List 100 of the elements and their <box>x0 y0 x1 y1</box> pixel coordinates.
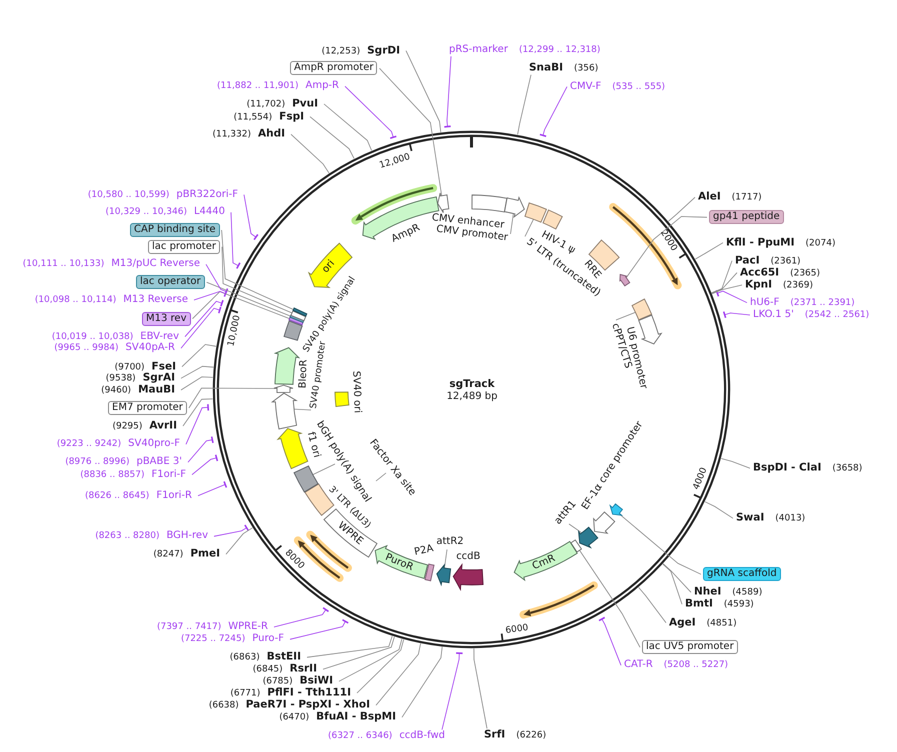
primer-label: (10,329 .. 10,346) L4440 <box>106 207 225 218</box>
feature-tag: EM7 promoter <box>108 401 187 415</box>
restriction-site-label: NheI (4589) <box>694 586 762 598</box>
restriction-site-label: SrfI (6226) <box>484 730 546 740</box>
restriction-site-label: AgeI (4851) <box>669 617 737 628</box>
leader-line <box>322 636 395 670</box>
restriction-site-label: (9538) SgrAI <box>106 372 175 384</box>
leader-line <box>192 458 217 476</box>
leader-line <box>694 242 724 260</box>
directional-feature <box>452 564 484 590</box>
restriction-site-label: (11,702) PvuI <box>246 98 318 110</box>
restriction-site-label: (11,332) AhdI <box>212 128 285 140</box>
restriction-site-label: SwaI (4013) <box>736 512 806 524</box>
leader-line <box>182 398 214 426</box>
tick-label: 6000 <box>505 624 529 636</box>
restriction-site-label: KpnI (2369) <box>745 280 813 290</box>
primer-label: (9223 .. 9242) SV40pro-F <box>56 439 180 450</box>
directional-feature <box>620 274 630 286</box>
leader-line <box>442 652 460 730</box>
primer-label: pRS-marker (12,299 .. 12,318) <box>449 45 600 56</box>
restriction-site-label: (6771) PflFI - Tth111I <box>230 688 351 698</box>
feature-block <box>472 194 508 212</box>
feature-block <box>293 465 318 492</box>
leader-line <box>274 609 326 628</box>
leader-line <box>293 408 312 410</box>
directional-feature <box>578 527 598 548</box>
restriction-site-label: (11,554) FspI <box>234 111 304 122</box>
primer-label: (11,882 .. 11,901) Amp-R <box>217 81 339 92</box>
restriction-site-label: (9700) FseI <box>114 361 176 372</box>
leader-line <box>579 550 640 648</box>
restriction-site-label: SnaBI (356) <box>529 62 598 74</box>
leader-line <box>402 646 443 718</box>
leader-line <box>206 264 227 292</box>
leader-line <box>626 216 708 278</box>
feature-block <box>283 320 303 341</box>
primer-label: (9965 .. 9984) SV40pA-R <box>54 343 175 354</box>
primer-label: (10,098 .. 10,114) M13 Reverse <box>34 295 188 305</box>
leader-line <box>198 484 226 496</box>
leader-line <box>638 587 666 624</box>
restriction-site-label: PacI (2361) <box>735 255 801 266</box>
leader-line <box>720 458 750 469</box>
feature-bar <box>424 564 435 582</box>
leader-line <box>180 376 214 390</box>
feature-bar <box>292 308 308 317</box>
feature-tag: lac promoter <box>148 240 220 254</box>
leader-line <box>356 639 404 694</box>
restriction-site-label: BspDI - ClaI (3658) <box>753 462 862 474</box>
directional-feature <box>610 504 623 516</box>
directional-feature <box>274 346 299 384</box>
leader-line <box>568 524 582 534</box>
leader-line <box>324 104 372 151</box>
leader-line <box>338 638 402 682</box>
leader-line <box>716 290 748 304</box>
leader-line <box>704 501 734 519</box>
leader-line <box>310 116 354 159</box>
feature-bar <box>290 310 306 321</box>
leader-line <box>662 563 692 593</box>
primer-label: (6327 .. 6346) ccdB-fwd <box>328 730 445 741</box>
restriction-site-label: (9460) MauBI <box>101 384 175 396</box>
primer-label: CMV-F (535 .. 555) <box>570 82 666 92</box>
plasmid-name: sgTrack <box>449 378 495 390</box>
leader-line <box>662 564 682 605</box>
leader-line <box>290 134 330 174</box>
feature-block <box>524 202 548 223</box>
directional-feature <box>593 512 616 534</box>
feature-label: BleoR <box>298 359 310 389</box>
leader-line <box>724 312 750 316</box>
feature-tag: lac UV5 promoter <box>642 640 738 654</box>
leader-line <box>711 260 732 294</box>
primer-label: LKO.1 5' (2542 .. 2561) <box>753 310 870 320</box>
restriction-site-label: AleI (1717) <box>698 192 762 203</box>
leader-line <box>222 246 292 314</box>
leader-line <box>194 290 226 300</box>
leader-line <box>524 219 534 237</box>
directional-feature <box>271 392 297 430</box>
tick-label: 12,000 <box>378 153 412 171</box>
leader-line <box>376 472 386 482</box>
leader-line <box>618 513 702 575</box>
primer-label: (8626 .. 8645) F1ori-R <box>85 490 192 501</box>
leader-line <box>186 407 208 445</box>
restriction-site-label: (6845) RsrII <box>252 664 317 675</box>
feature-label: attR2 <box>436 537 464 547</box>
primer-label: (7397 .. 7417) WPRE-R <box>156 622 268 632</box>
leader-line <box>474 648 488 729</box>
directional-feature <box>436 564 452 586</box>
restriction-site-label: (6785) BsiWI <box>262 676 333 687</box>
leader-line <box>616 312 636 320</box>
restriction-site-label: BmtI (4593) <box>685 598 754 610</box>
leader-line <box>379 68 442 196</box>
feature-tag: gRNA scaffold <box>703 567 781 582</box>
leader-line <box>180 366 214 379</box>
leader-line <box>446 56 452 127</box>
restriction-site-label: (6470) BfuAI - BspMI <box>279 712 396 723</box>
feature-tag: M13 rev <box>142 312 190 326</box>
feature-label: CmR <box>532 554 558 572</box>
restriction-site-label: (12,253) SgrDI <box>322 45 400 56</box>
primer-label: (10,019 .. 10,038) EBV-rev <box>52 332 179 342</box>
feature-label: ori <box>321 259 338 276</box>
tick-label: 10,000 <box>227 314 243 348</box>
leader-line <box>221 230 294 310</box>
